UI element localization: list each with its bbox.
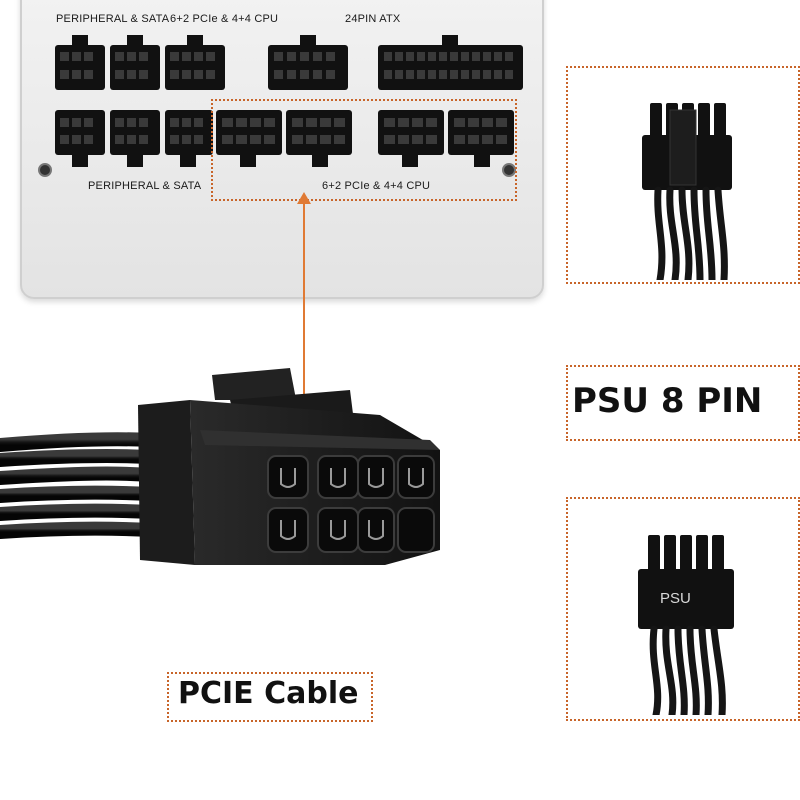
pointer-arrow bbox=[294, 190, 314, 415]
connector-psu-label: PSU bbox=[660, 590, 691, 607]
psu-label-top-peripheral: PERIPHERAL & SATA bbox=[56, 13, 170, 25]
psu-label-top-atx: 24PIN ATX bbox=[345, 13, 401, 25]
caption-box-pcie bbox=[167, 672, 373, 722]
highlight-pcie-ports-box bbox=[211, 99, 517, 201]
psu-label-bottom-pcie-cpu: 6+2 PCIe & 4+4 CPU bbox=[322, 180, 431, 192]
psu-label-top-pcie-cpu: 6+2 PCIe & 4+4 CPU bbox=[170, 13, 279, 25]
image-box-top-connector bbox=[566, 66, 800, 284]
screw-left bbox=[38, 163, 52, 177]
caption-pcie-cable: PCIE Cable bbox=[178, 676, 359, 711]
psu-label-bottom-peripheral: PERIPHERAL & SATA bbox=[88, 180, 202, 192]
caption-box-psu-8pin bbox=[566, 365, 800, 441]
image-box-bottom-connector bbox=[566, 497, 800, 721]
psu-port-row-bottom bbox=[50, 108, 530, 178]
psu-8pin-connector-bottom bbox=[620, 525, 750, 715]
psu-8pin-connector-top bbox=[620, 95, 750, 280]
caption-psu-8pin: PSU 8 PIN bbox=[572, 381, 763, 421]
pcie-connector-illustration bbox=[0, 360, 460, 580]
psu-port-row-top bbox=[50, 30, 530, 105]
